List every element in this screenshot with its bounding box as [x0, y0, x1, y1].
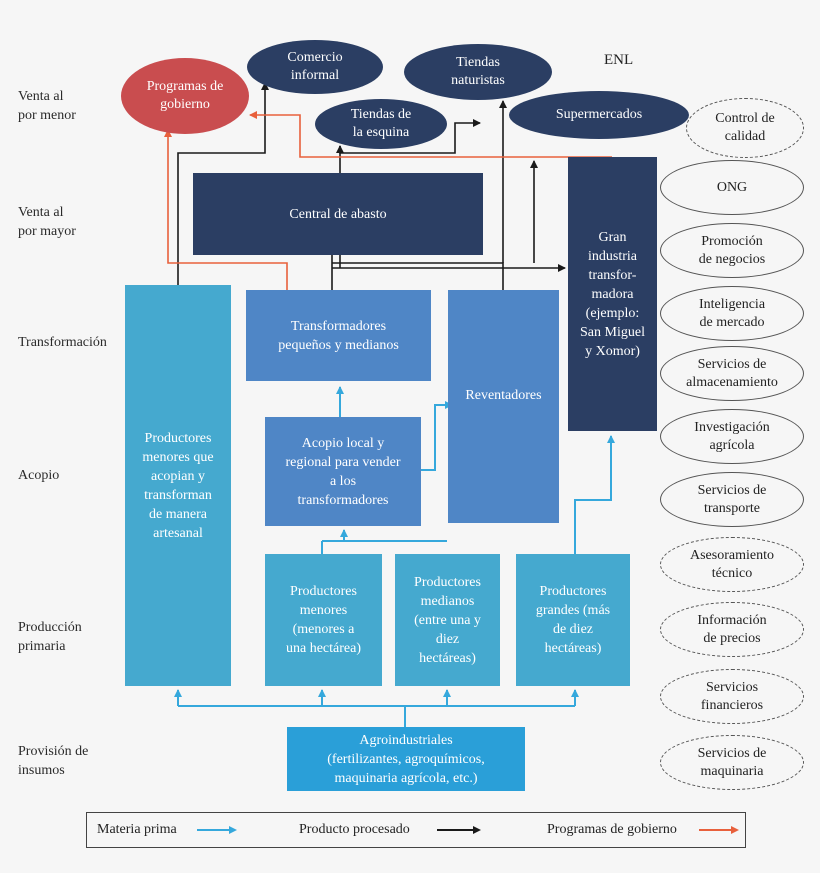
service-ong: ONG: [660, 160, 804, 215]
legend-raw-arrow-icon: [197, 826, 237, 834]
node-tiendas-naturistas: Tiendas naturistas: [404, 44, 552, 100]
raw-material-arrows: [174, 386, 615, 727]
legend-gov-arrow-icon: [699, 826, 739, 834]
level-wholesale: Venta al por mayor: [18, 205, 76, 239]
legend: Materia prima Producto procesado Program…: [86, 812, 746, 848]
service-precios: Información de precios: [660, 602, 804, 657]
box-agroindustriales: Agroindustriales (fertilizantes, agroquí…: [287, 727, 525, 791]
box-reventadores: Reventadores: [448, 290, 559, 523]
service-investigacion: Investigación agrícola: [660, 409, 804, 464]
service-transporte: Servicios de transporte: [660, 472, 804, 527]
level-retail: Venta al por menor: [18, 89, 76, 123]
service-promocion: Promoción de negocios: [660, 223, 804, 278]
service-inteligencia: Inteligencia de mercado: [660, 286, 804, 341]
node-supermercados: Supermercados: [509, 91, 689, 139]
node-comercio-informal: Comercio informal: [247, 40, 383, 94]
box-productores-medianos: Productores medianos (entre una y diez h…: [395, 554, 500, 686]
legend-raw-label: Materia prima: [97, 822, 177, 837]
node-tiendas-esquina: Tiendas de la esquina: [315, 99, 447, 149]
box-acopio: Acopio local y regional para vender a lo…: [265, 417, 421, 526]
box-transformadores: Transformadores pequeños y medianos: [246, 290, 431, 381]
service-financieros: Servicios financieros: [660, 669, 804, 724]
level-collection: Acopio: [18, 468, 60, 483]
service-maquinaria: Servicios de maquinaria: [660, 735, 804, 790]
box-productores-menores: Productores menores (menores a una hectá…: [265, 554, 382, 686]
level-transformation: Transformación: [18, 335, 107, 350]
legend-processed-arrow-icon: [437, 826, 481, 834]
government-arrows: [164, 111, 612, 290]
box-productores-grandes: Productores grandes (más de diez hectáre…: [516, 554, 630, 686]
service-control-calidad: Control de calidad: [686, 98, 804, 158]
level-inputs: Provisión de insumos: [18, 744, 89, 778]
legend-processed-label: Producto procesado: [299, 822, 410, 837]
box-gran-industria: Gran industria transfor- madora (ejemplo…: [568, 157, 657, 431]
service-asesoramiento: Asesoramiento técnico: [660, 537, 804, 592]
legend-gov-label: Programas de gobierno: [547, 822, 677, 837]
box-productores-artesanal: Productores menores que acopian y transf…: [125, 285, 231, 686]
enl-label: ENL: [604, 52, 634, 68]
service-almacenamiento: Servicios de almacenamiento: [660, 346, 804, 401]
node-programas-gobierno: Programas de gobierno: [121, 58, 249, 134]
box-central-abasto: Central de abasto: [193, 173, 483, 255]
level-primary: Producción primaria: [18, 620, 82, 654]
